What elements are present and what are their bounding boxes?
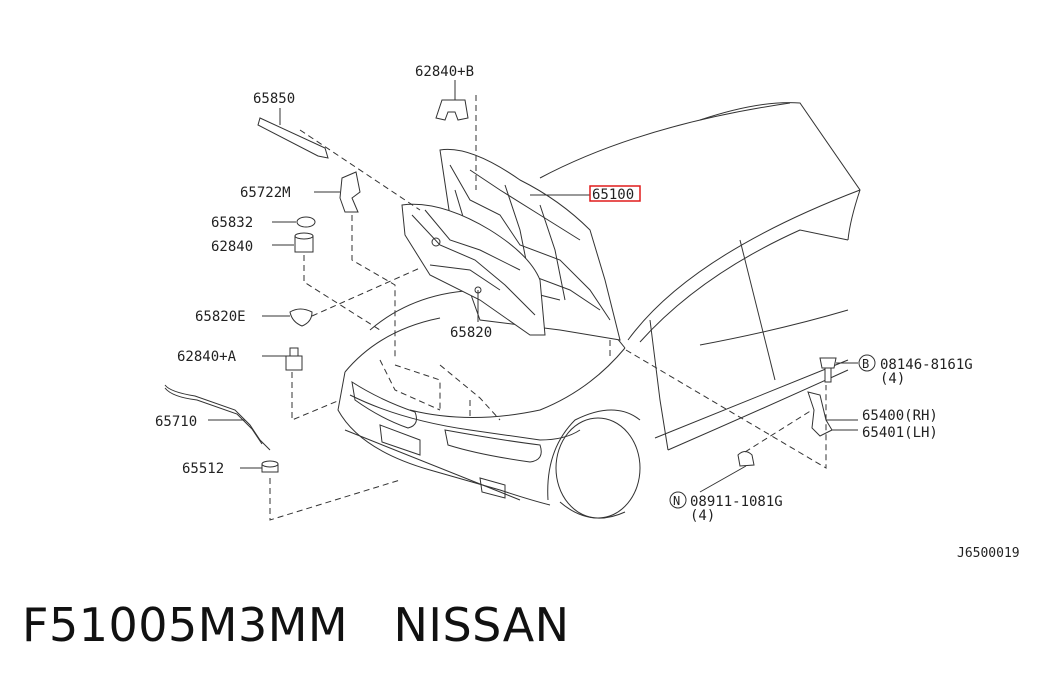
hinge-65400 (807, 391, 833, 437)
nut-08911 (737, 451, 755, 467)
label-65722m: 65722M (240, 185, 291, 201)
bracket-65722m (339, 171, 361, 213)
bolt-08146 (819, 357, 837, 383)
callout-labels: 62840+B 65850 65722M 65832 62840 65820E … (155, 64, 1020, 561)
parts-diagram: 62840+B 65850 65722M 65832 62840 65820E … (155, 64, 1020, 561)
leader-lines (208, 80, 858, 493)
marker-n-circle (669, 491, 687, 509)
hood-seal-strip-65850 (257, 117, 329, 159)
label-65100[interactable]: 65100 (592, 187, 634, 203)
dashed-reference-lines (269, 95, 827, 521)
car-body-outline (337, 102, 861, 519)
bumper-62840a (285, 347, 303, 371)
label-65820e: 65820E (195, 309, 246, 325)
hood-insulator (401, 203, 546, 336)
label-65512: 65512 (182, 461, 224, 477)
label-nut-n: 08911-1081G (690, 494, 783, 510)
label-65400: 65400(RH) (862, 408, 938, 424)
label-62840b: 62840+B (415, 64, 474, 80)
highlight-box-65100 (589, 185, 641, 202)
hood-lock-bracket-62840b (435, 99, 469, 121)
label-62840: 62840 (211, 239, 253, 255)
label-bolt-b-qty: (4) (880, 371, 905, 387)
marker-b-circle (858, 354, 876, 372)
label-65710: 65710 (155, 414, 197, 430)
label-nut-n-qty: (4) (690, 508, 715, 524)
label-65401: 65401(LH) (862, 425, 938, 441)
marker-n: N (673, 494, 680, 508)
clip-65820e (289, 308, 313, 327)
label-65850: 65850 (253, 91, 295, 107)
label-65832: 65832 (211, 215, 253, 231)
label-62840a: 62840+A (177, 349, 237, 365)
bumper-62840 (294, 232, 314, 253)
marker-b: B (862, 357, 869, 371)
clip-65832 (296, 216, 316, 228)
label-bolt-b: 08146-8161G (880, 357, 973, 373)
part-number-caption: F51005M3MM NISSAN (22, 598, 570, 652)
diagram-code: J6500019 (957, 546, 1020, 561)
grommet-65512 (261, 460, 279, 473)
label-65820: 65820 (450, 325, 492, 341)
